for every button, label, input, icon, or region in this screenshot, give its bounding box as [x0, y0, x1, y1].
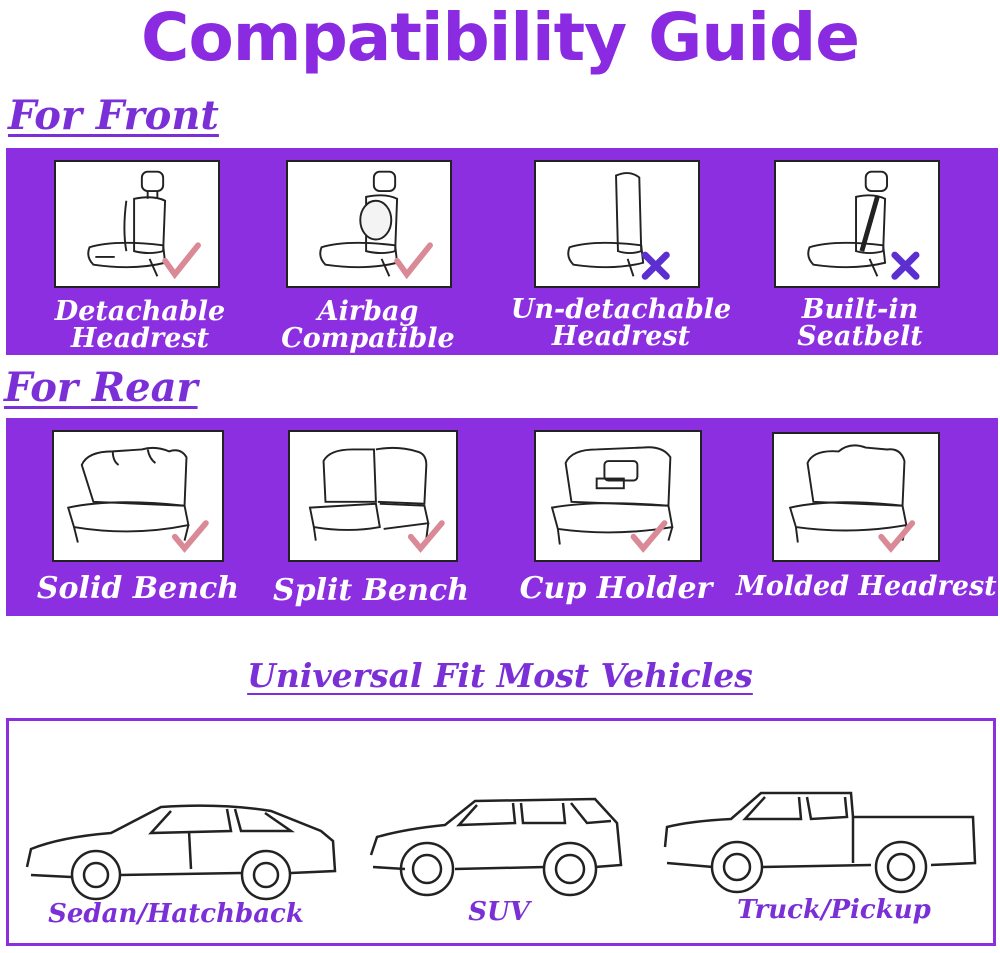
vehicle-label-sedan: Sedan/Hatchback	[48, 899, 304, 929]
vehicle-label-truck: Truck/Pickup	[737, 895, 931, 925]
front-heading: For Front	[8, 92, 219, 139]
rear-label-4: Molded Headrest	[736, 571, 997, 602]
molded-headrest-bench-icon	[772, 432, 940, 562]
seat-seatbelt-icon	[774, 160, 940, 288]
rear-band: Solid Bench Split Bench Cup Holder Molde…	[6, 418, 998, 616]
suv-icon	[365, 793, 635, 903]
rear-heading: For Rear	[4, 364, 198, 411]
page-title: Compatibility Guide	[141, 0, 860, 76]
vehicle-label-suv: SUV	[468, 897, 530, 927]
rear-label-1: Solid Bench	[36, 571, 240, 606]
split-bench-icon	[288, 430, 458, 562]
rear-label-3: Cup Holder	[519, 571, 713, 606]
seat-integrated-headrest-icon	[534, 160, 700, 288]
cup-holder-bench-icon	[534, 430, 702, 562]
universal-heading-wrap: Universal Fit Most Vehicles	[0, 656, 1000, 695]
pickup-truck-icon	[661, 787, 979, 897]
universal-heading: Universal Fit Most Vehicles	[247, 656, 753, 695]
vehicle-panel: Sedan/Hatchback SUV Truck/Pickup	[6, 718, 996, 946]
rear-label-2: Split Bench	[272, 573, 470, 608]
sedan-icon	[21, 797, 339, 903]
solid-bench-icon	[52, 430, 224, 562]
seat-airbag-icon	[286, 160, 452, 288]
seat-headrest-icon	[54, 160, 220, 288]
